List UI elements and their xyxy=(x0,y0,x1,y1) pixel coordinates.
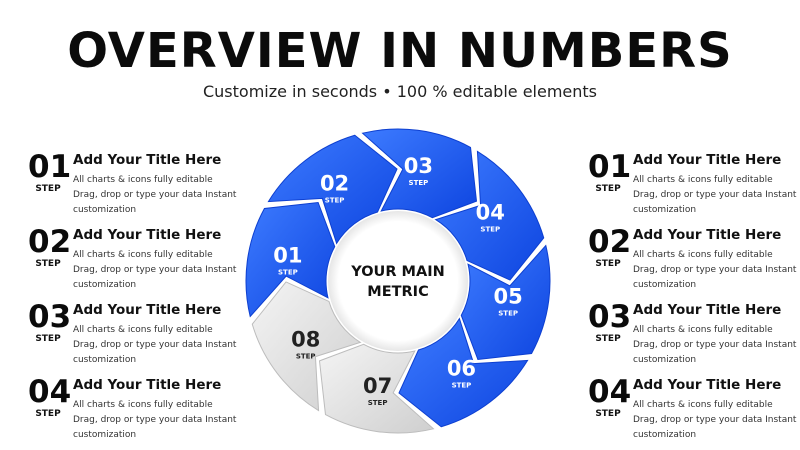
segment-step-label: STEP xyxy=(480,226,500,234)
step-description-line: customization xyxy=(73,280,137,290)
step-description-line: All charts & icons fully editable xyxy=(73,400,213,410)
step-description-line: customization xyxy=(73,205,137,215)
cycle-segment-07 xyxy=(318,343,435,434)
step-description-line: All charts & icons fully editable xyxy=(633,325,773,335)
center-metric-line-2: METRIC xyxy=(367,284,428,300)
segment-number: 02 xyxy=(320,172,349,196)
segment-step-label: STEP xyxy=(278,269,298,277)
step-description-line: Drag, drop or type your data Instant xyxy=(633,190,797,200)
step-description-line: All charts & icons fully editable xyxy=(73,175,213,185)
step-description-line: Drag, drop or type your data Instant xyxy=(73,340,237,350)
segment-number: 04 xyxy=(476,201,505,225)
right-step-1: 01 STEP Add Your Title Here All charts &… xyxy=(588,149,796,222)
step-number: 02 xyxy=(588,224,632,260)
step-number: 03 xyxy=(588,299,632,335)
page-subtitle: Customize in seconds • 100 % editable el… xyxy=(202,82,598,101)
step-number: 02 xyxy=(28,224,72,260)
step-description-line: customization xyxy=(633,355,697,365)
step-title: Add Your Title Here xyxy=(73,227,222,243)
segment-number: 08 xyxy=(291,327,320,351)
segment-number: 07 xyxy=(363,374,392,398)
left-step-4: 04 STEP Add Your Title Here All charts &… xyxy=(28,374,236,447)
left-step-1: 01 STEP Add Your Title Here All charts &… xyxy=(28,149,236,222)
step-title: Add Your Title Here xyxy=(633,302,782,318)
right-step-3: 03 STEP Add Your Title Here All charts &… xyxy=(588,299,796,372)
segment-layer: 01STEP02STEP03STEP04STEP05STEP06STEP07ST… xyxy=(245,128,551,434)
step-number: 04 xyxy=(28,374,72,410)
step-label: STEP xyxy=(595,334,621,344)
segment-step-label: STEP xyxy=(325,197,345,205)
step-description-line: Drag, drop or type your data Instant xyxy=(633,265,797,275)
right-step-4: 04 STEP Add Your Title Here All charts &… xyxy=(588,374,796,447)
cycle-segment-04 xyxy=(434,150,545,281)
step-description-line: Drag, drop or type your data Instant xyxy=(73,415,237,425)
segment-number: 05 xyxy=(494,284,523,308)
step-title: Add Your Title Here xyxy=(633,227,782,243)
step-title: Add Your Title Here xyxy=(633,152,782,168)
segment-step-label: STEP xyxy=(296,352,316,360)
step-label: STEP xyxy=(35,409,61,419)
step-description-line: Drag, drop or type your data Instant xyxy=(633,415,797,425)
step-number: 03 xyxy=(28,299,72,335)
step-description-line: customization xyxy=(633,280,697,290)
step-description-line: customization xyxy=(633,205,697,215)
segment-number: 01 xyxy=(273,244,302,268)
cycle-segment-01 xyxy=(245,201,336,318)
step-number: 01 xyxy=(28,149,72,185)
step-label: STEP xyxy=(595,259,621,269)
step-description-line: All charts & icons fully editable xyxy=(633,175,773,185)
step-number: 01 xyxy=(588,149,632,185)
left-step-2: 02 STEP Add Your Title Here All charts &… xyxy=(28,224,236,297)
step-label: STEP xyxy=(595,184,621,194)
step-title: Add Your Title Here xyxy=(73,377,222,393)
page-title: OVERVIEW IN NUMBERS xyxy=(67,23,733,79)
cycle-segment-02 xyxy=(267,134,398,245)
segment-number: 06 xyxy=(447,356,476,380)
segment-step-label: STEP xyxy=(452,381,472,389)
segment-step-label: STEP xyxy=(498,309,518,317)
segment-step-label: STEP xyxy=(409,179,429,187)
center-hub xyxy=(328,211,468,351)
step-description-line: customization xyxy=(73,355,137,365)
step-number: 04 xyxy=(588,374,632,410)
step-label: STEP xyxy=(35,184,61,194)
cycle-segment-03 xyxy=(361,128,478,219)
center-metric-line-1: YOUR MAIN xyxy=(350,264,444,280)
step-description-line: All charts & icons fully editable xyxy=(633,400,773,410)
step-title: Add Your Title Here xyxy=(633,377,782,393)
step-description-line: Drag, drop or type your data Instant xyxy=(73,265,237,275)
right-step-2: 02 STEP Add Your Title Here All charts &… xyxy=(588,224,796,297)
step-description-line: customization xyxy=(73,430,137,440)
left-step-3: 03 STEP Add Your Title Here All charts &… xyxy=(28,299,236,372)
step-label: STEP xyxy=(595,409,621,419)
segment-step-label: STEP xyxy=(368,399,388,407)
step-label: STEP xyxy=(35,334,61,344)
step-description-line: All charts & icons fully editable xyxy=(73,250,213,260)
step-label: STEP xyxy=(35,259,61,269)
step-description-line: Drag, drop or type your data Instant xyxy=(633,340,797,350)
step-description-line: All charts & icons fully editable xyxy=(73,325,213,335)
cycle-segment-08 xyxy=(251,281,362,412)
step-title: Add Your Title Here xyxy=(73,302,222,318)
cycle-segment-05 xyxy=(460,244,551,361)
segment-number: 03 xyxy=(404,154,433,178)
step-title: Add Your Title Here xyxy=(73,152,222,168)
step-description-line: All charts & icons fully editable xyxy=(633,250,773,260)
cycle-segment-06 xyxy=(398,317,529,428)
step-description-line: Drag, drop or type your data Instant xyxy=(73,190,237,200)
step-description-line: customization xyxy=(633,430,697,440)
